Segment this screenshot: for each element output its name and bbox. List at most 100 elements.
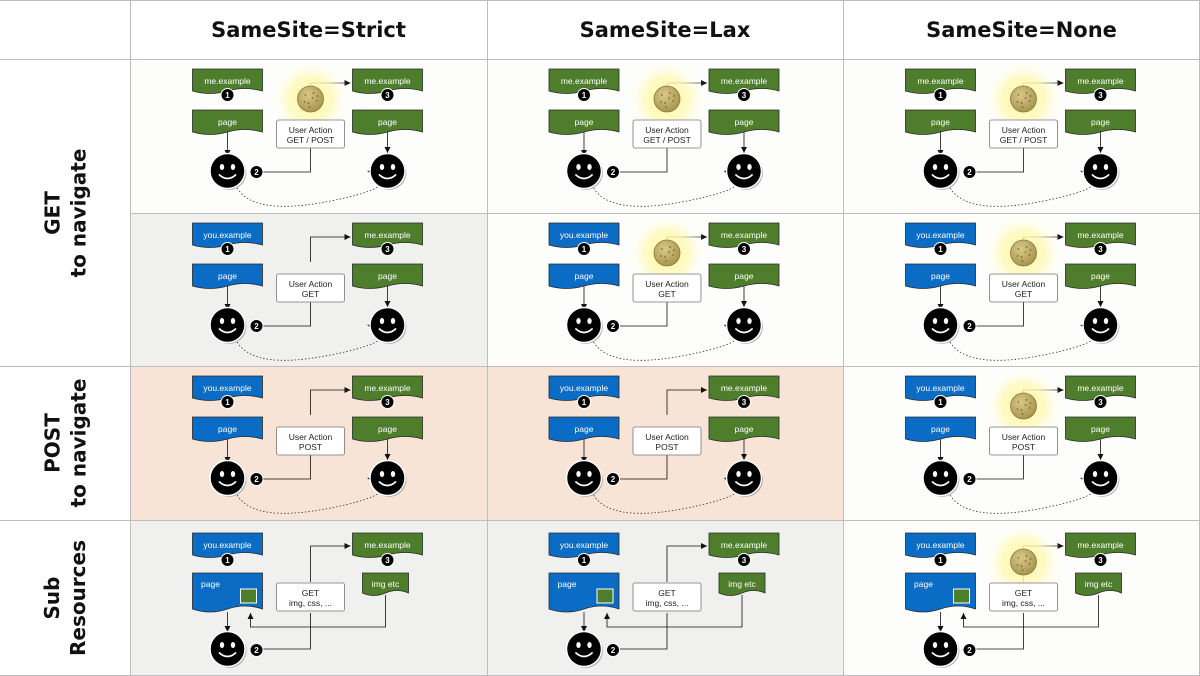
connector-request-to-target bbox=[666, 543, 707, 582]
origin-site-box-label: you.example bbox=[916, 230, 964, 240]
step-2-badge-text: 2 bbox=[611, 475, 616, 484]
horizontal-divider bbox=[0, 59, 1200, 60]
origin-site-box-label: you.example bbox=[203, 230, 251, 240]
connector-user-to-action bbox=[249, 140, 311, 173]
origin-page-box-label: page bbox=[575, 424, 594, 434]
connector-user-to-action bbox=[606, 140, 668, 173]
step-3-badge bbox=[380, 88, 395, 102]
user-action-box bbox=[276, 119, 345, 149]
connector-user-to-action bbox=[606, 294, 668, 327]
target-page-box-label: page bbox=[735, 424, 754, 434]
step-1-badge-text: 1 bbox=[582, 91, 587, 100]
user-action-box-line1: User Action bbox=[1002, 279, 1046, 289]
step-3-badge bbox=[737, 395, 751, 409]
origin-page-box bbox=[192, 416, 263, 442]
target-page-box-label: page bbox=[1091, 271, 1110, 281]
step-2-badge bbox=[606, 643, 620, 657]
target-page-box-label: page bbox=[735, 271, 754, 281]
user-right-icon bbox=[1082, 152, 1120, 190]
step-2-badge bbox=[606, 319, 620, 333]
connector-user-to-action bbox=[249, 294, 311, 327]
user-action-box-line1: User Action bbox=[645, 432, 689, 442]
request-box bbox=[989, 582, 1058, 612]
step-1-badge bbox=[933, 395, 948, 409]
step-3-badge bbox=[1093, 553, 1108, 567]
horizontal-divider bbox=[0, 366, 1200, 367]
origin-page-box-label: page bbox=[558, 579, 577, 589]
step-1-badge bbox=[577, 553, 591, 567]
step-1-badge-text: 1 bbox=[225, 398, 230, 407]
connector-user-to-action bbox=[249, 447, 311, 480]
origin-page-box-label: page bbox=[931, 117, 950, 127]
step-3-badge bbox=[380, 553, 395, 567]
vertical-divider bbox=[843, 0, 844, 676]
user-action-box bbox=[989, 426, 1058, 456]
target-site-box-label: me.example bbox=[364, 383, 411, 393]
user-left-icon bbox=[209, 459, 247, 497]
user-right-icon bbox=[1082, 459, 1120, 497]
target-page-box-label: page bbox=[378, 271, 397, 281]
user-right-icon bbox=[369, 459, 407, 497]
horizontal-divider bbox=[0, 520, 1200, 521]
resource-box bbox=[718, 572, 766, 596]
step-3-badge-text: 3 bbox=[742, 556, 747, 565]
origin-page-box bbox=[192, 263, 263, 289]
step-1-badge-text: 1 bbox=[582, 245, 587, 254]
step-2-badge bbox=[962, 165, 977, 179]
user-action-box bbox=[989, 119, 1058, 149]
origin-page-box-label: page bbox=[931, 424, 950, 434]
step-1-badge-text: 1 bbox=[938, 245, 943, 254]
horizontal-divider bbox=[0, 0, 1200, 1]
resource-box bbox=[362, 572, 409, 596]
step-2-badge-text: 2 bbox=[967, 322, 972, 331]
origin-page-box-label: page bbox=[931, 271, 950, 281]
user-right-icon bbox=[1082, 306, 1120, 344]
step-3-badge-text: 3 bbox=[385, 91, 390, 100]
horizontal-divider bbox=[130, 213, 1200, 214]
user-action-box-line1: User Action bbox=[645, 279, 689, 289]
target-page-box bbox=[352, 109, 423, 135]
request-box-line2: img, css, ... bbox=[646, 598, 689, 608]
request-box bbox=[632, 582, 702, 612]
target-site-box-label: me.example bbox=[1077, 230, 1124, 240]
user-left-icon bbox=[922, 630, 960, 668]
cookie-icon bbox=[297, 85, 324, 113]
cookie-icon bbox=[653, 85, 681, 113]
step-3-badge bbox=[737, 88, 751, 102]
step-2-badge bbox=[962, 472, 977, 486]
resource-box-label: img etc bbox=[372, 579, 400, 589]
origin-site-box-label: me.example bbox=[204, 76, 251, 86]
target-site-box-label: me.example bbox=[721, 540, 768, 550]
step-2-badge-text: 2 bbox=[254, 168, 259, 177]
target-site-box-label: me.example bbox=[721, 230, 768, 240]
target-page-box-label: page bbox=[1091, 424, 1110, 434]
step-2-badge-text: 2 bbox=[254, 322, 259, 331]
step-2-badge-text: 2 bbox=[967, 646, 972, 655]
target-site-box-label: me.example bbox=[721, 383, 768, 393]
origin-site-box-label: you.example bbox=[203, 383, 251, 393]
user-left-icon bbox=[922, 152, 960, 190]
origin-site-box-label: you.example bbox=[916, 383, 964, 393]
step-1-badge bbox=[933, 553, 948, 567]
user-right-icon bbox=[369, 306, 407, 344]
cookie-icon bbox=[1010, 239, 1037, 267]
user-action-box-line1: User Action bbox=[1002, 432, 1046, 442]
origin-site-box-label: me.example bbox=[917, 76, 964, 86]
step-3-badge bbox=[380, 242, 395, 256]
resource-box-label: img etc bbox=[728, 579, 756, 589]
